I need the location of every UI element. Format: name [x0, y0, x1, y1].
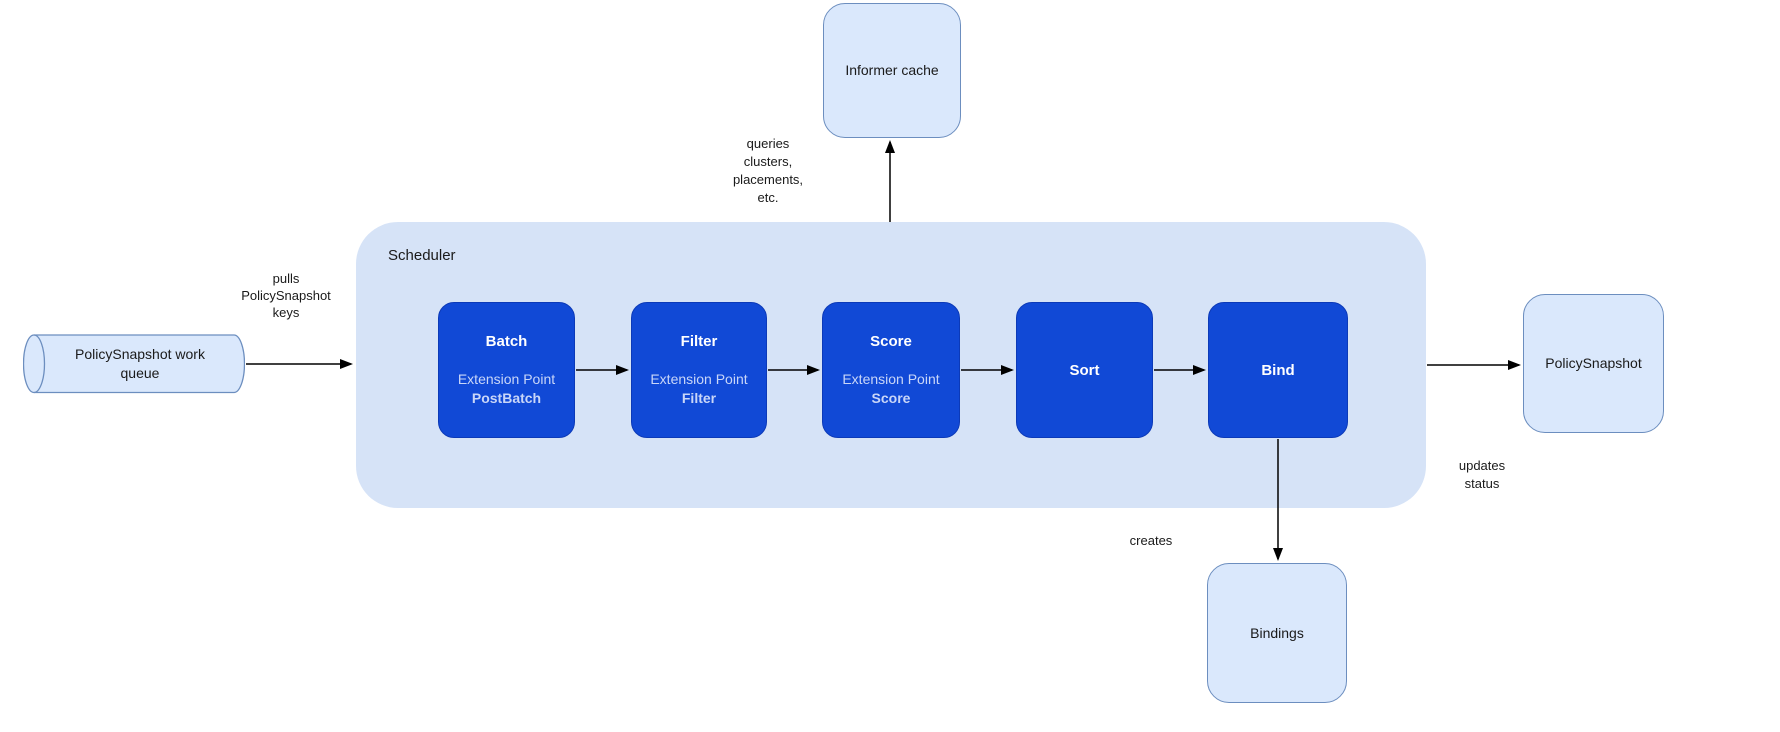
stage-sort-title: Sort [1069, 361, 1100, 379]
stage-batch-extension: Extension Point PostBatch [458, 370, 555, 408]
node-bindings: Bindings [1207, 563, 1347, 703]
stage-batch: Batch Extension Point PostBatch [438, 302, 575, 438]
node-informer-cache: Informer cache [823, 3, 961, 138]
stage-filter-extension-name: Filter [681, 390, 717, 406]
stage-score-title: Score [870, 333, 912, 350]
stage-batch-extension-name: PostBatch [471, 390, 542, 406]
stage-score-extension-label: Extension Point [842, 371, 940, 387]
stage-batch-extension-label: Extension Point [457, 371, 556, 387]
stage-filter-title: Filter [680, 333, 718, 350]
edge-label-updates-status: updates status [1458, 458, 1506, 491]
stage-batch-title: Batch [485, 333, 528, 350]
scheduler-label: Scheduler [388, 247, 456, 264]
stage-bind-title: Bind [1261, 361, 1295, 379]
stage-filter-extension-label: Extension Point [650, 371, 748, 387]
work-queue-label: PolicySnapshot work queue [75, 346, 205, 381]
edge-label-queries-clusters: queries clusters, placements, etc. [732, 136, 804, 205]
stage-score-extension-name: Score [871, 390, 911, 406]
bindings-label: Bindings [1250, 624, 1304, 641]
stage-sort: Sort [1016, 302, 1153, 438]
node-work-queue: PolicySnapshot work queue [23, 334, 245, 394]
stage-filter-extension: Extension Point Filter [650, 370, 747, 408]
informer-cache-label: Informer cache [845, 62, 939, 78]
policy-snapshot-label: PolicySnapshot [1545, 355, 1642, 371]
stage-filter: Filter Extension Point Filter [631, 302, 767, 438]
edge-label-pulls-policysnapshot-keys: pulls PolicySnapshot keys [241, 271, 331, 320]
stage-score: Score Extension Point Score [822, 302, 960, 438]
node-policy-snapshot: PolicySnapshot [1523, 294, 1664, 433]
stage-score-extension: Extension Point Score [842, 370, 939, 408]
edge-label-creates: creates [1129, 533, 1173, 548]
stage-bind: Bind [1208, 302, 1348, 438]
cylinder-shape [23, 334, 245, 394]
